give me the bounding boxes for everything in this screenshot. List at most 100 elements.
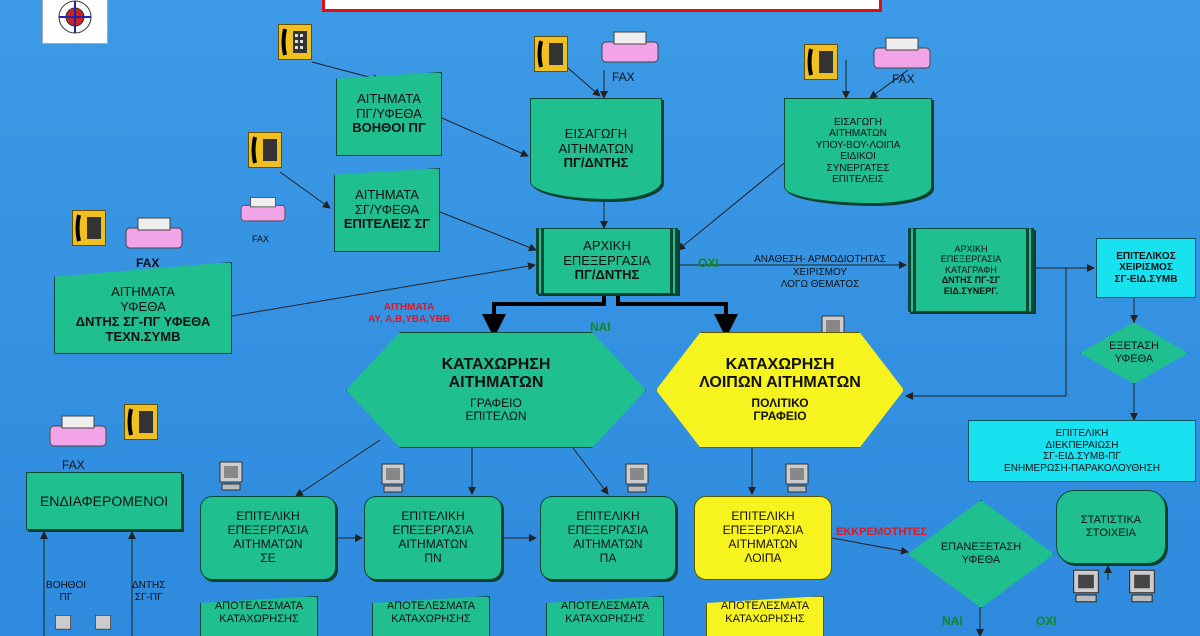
edge-initial-to-regstaff bbox=[482, 294, 606, 338]
node-text: ΑΡΧΙΚΗ bbox=[583, 237, 631, 253]
node-text: ΕΝΔΙΑΦΕΡΟΜΕΝΟΙ bbox=[39, 492, 169, 509]
label-text: ΣΓ-ΠΓ bbox=[134, 592, 163, 603]
node-subtitle: ΠΟΛΙΤΙΚΟ bbox=[751, 395, 809, 410]
node-text: ΑΠΟΤΕΛΕΣΜΑΤΑ bbox=[720, 600, 810, 612]
node-interested: ΕΝΔΙΑΦΕΡΟΜΕΝΟΙ bbox=[26, 472, 182, 530]
node-text: ΕΠΙΤΕΛΙΚΗ bbox=[1055, 428, 1109, 439]
node-text: ΕΠΙΤΕΛΙΚΗ bbox=[236, 509, 300, 524]
node-text: ΑΙΤΗΜΑΤΑ bbox=[357, 90, 421, 106]
node-text: ΔΙΕΚΠΕΡΑΙΩΣΗ bbox=[1045, 439, 1119, 451]
node-staff-pa: ΕΠΙΤΕΛΙΚΗ ΕΠΕΞΕΡΓΑΣΙΑ ΑΙΤΗΜΑΤΩΝ ΠΑ bbox=[540, 496, 676, 580]
node-text: ΣΥΝΕΡΓΑΤΕΣ bbox=[826, 162, 890, 174]
node-staff-other: ΕΠΙΤΕΛΙΚΗ ΕΠΕΞΕΡΓΑΣΙΑ ΑΙΤΗΜΑΤΩΝ ΛΟΙΠΑ bbox=[694, 496, 832, 580]
node-text: ΕΙΣΑΓΩΓΗ bbox=[833, 116, 882, 128]
label-no: ΟΧΙ bbox=[698, 256, 719, 270]
node-text: ΕΠΑΝΕΞΕΤΑΣΗ bbox=[940, 541, 1022, 554]
node-title: ΛΟΙΠΩΝ ΑΙΤΗΜΑΤΩΝ bbox=[699, 374, 861, 392]
node-text: ΚΑΤΑΧΩΡΗΣΗΣ bbox=[725, 612, 805, 625]
fax-label: FAX bbox=[892, 72, 915, 86]
node-text: ΠΓ/ΔΝΤΗΣ bbox=[574, 267, 640, 283]
label-yes: ΝΑΙ bbox=[590, 320, 611, 334]
edge-entry-other-to-initial bbox=[677, 159, 789, 251]
edge-req-pg-to-entry bbox=[441, 117, 529, 157]
node-result-4: ΑΠΟΤΕΛΕΣΜΑΤΑ ΚΑΤΑΧΩΡΗΣΗΣ bbox=[706, 596, 824, 636]
node-text: ΕΞΕΤΑΣΗ bbox=[1109, 340, 1159, 353]
node-text: ΛΟΙΠΑ bbox=[744, 550, 782, 565]
label-text: ΧΕΙΡΙΣΜΟΥ bbox=[792, 266, 848, 278]
node-text: ΤΕΧΝ.ΣΥΜΒ bbox=[105, 328, 181, 344]
node-text: ΕΠΕΞΕΡΓΑΣΙΑ bbox=[940, 254, 1002, 265]
node-text: ΕΠΙΤΕΛΕΙΣ bbox=[832, 174, 884, 185]
node-requests-yfetha: ΑΙΤΗΜΑΤΑ ΥΦΕΘΑ ΔΝΤΗΣ ΣΓ-ΠΓ ΥΦΕΘΑ ΤΕΧΝ.ΣΥ… bbox=[54, 262, 232, 354]
node-text: ΕΙΣΑΓΩΓΗ bbox=[564, 125, 628, 141]
node-text: ΕΙΔ.ΣΥΝΕΡΓ. bbox=[943, 285, 999, 296]
label-request-types: ΑΙΤΗΜΑΤΑ ΑΥ, Α,Β,ΥΒΑ,ΥΒΒ bbox=[368, 302, 450, 326]
phone-icon bbox=[124, 404, 158, 440]
node-text: ΕΠΙΤΕΛΙΚΗ bbox=[731, 509, 795, 524]
node-text: ΕΠΙΤΕΛΙΚΗ bbox=[401, 509, 465, 524]
computer-icon bbox=[1068, 568, 1104, 604]
node-text: ΑΙΤΗΜΑΤΩΝ bbox=[233, 537, 303, 551]
node-text: ΣΕ bbox=[260, 550, 276, 565]
node-subtitle: ΓΡΑΦΕΙΟ bbox=[470, 395, 522, 410]
edge-initial-to-regother bbox=[616, 294, 738, 338]
fax-label: FAX bbox=[62, 458, 85, 472]
edge-req-yfetha-to-initial bbox=[231, 262, 536, 317]
node-result-3: ΑΠΟΤΕΛΕΣΜΑΤΑ ΚΑΤΑΧΩΡΗΣΗΣ bbox=[546, 596, 664, 636]
label-text: ΑΥ, Α,Β,ΥΒΑ,ΥΒΒ bbox=[368, 314, 451, 325]
computer-icon bbox=[784, 462, 810, 494]
node-text: ΑΙΤΗΜΑΤΩΝ bbox=[558, 140, 634, 156]
fax-icon bbox=[870, 34, 934, 74]
edge-staffother-to-reexam bbox=[831, 537, 909, 555]
label-director-sg: ΔΝΤΗΣ ΣΓ-ΠΓ bbox=[132, 580, 165, 604]
edge-fax4-to-entry-other bbox=[869, 69, 909, 99]
node-text: ΕΠΕΞΕΡΓΑΣΙΑ bbox=[227, 523, 309, 538]
node-text: ΥΠΟΥ-ΒΟΥ-ΛΟΙΠΑ bbox=[815, 139, 901, 151]
node-text: ΧΕΙΡΙΣΜΟΣ bbox=[1119, 262, 1173, 274]
node-text: ΕΠΕΞΕΡΓΑΣΙΑ bbox=[563, 252, 651, 268]
node-text: ΕΝΗΜΕΡΩΣΗ-ΠΑΡΑΚΟΛΟΥΘΗΣΗ bbox=[1004, 462, 1160, 474]
fax-label: FAX bbox=[252, 234, 270, 244]
title-frame bbox=[322, 0, 882, 12]
computer-icon bbox=[92, 614, 114, 636]
phone-icon bbox=[804, 44, 838, 80]
edge-phone3-to-entry bbox=[567, 67, 601, 97]
logo-icon bbox=[42, 0, 108, 44]
node-text: ΕΠΙΤΕΛΙΚΗ bbox=[576, 509, 640, 524]
node-text: ΔΝΤΗΣ ΣΓ-ΠΓ ΥΦΕΘΑ bbox=[75, 314, 211, 329]
node-text: ΕΠΙΤΕΛΕΙΣ ΣΓ bbox=[343, 216, 431, 232]
label-helpers-pg: ΒΟΗΘΟΙ ΠΓ bbox=[46, 580, 86, 604]
node-text: ΣΓ-ΕΙΔ.ΣΥΜΒ bbox=[1114, 273, 1178, 285]
node-result-2: ΑΠΟΤΕΛΕΣΜΑΤΑ ΚΑΤΑΧΩΡΗΣΗΣ bbox=[372, 596, 490, 636]
node-text: ΠΝ bbox=[424, 550, 442, 565]
node-text: ΚΑΤΑΧΩΡΗΣΗΣ bbox=[219, 612, 299, 625]
node-initial-record: ΑΡΧΙΚΗ ΕΠΕΞΕΡΓΑΣΙΑ ΚΑΤΑΓΡΑΦΗ ΔΝΤΗΣ ΠΓ-ΣΓ… bbox=[908, 228, 1034, 312]
label-assignment: ΑΝΑΘΕΣΗ- ΑΡΜΟΔΙΟΤΗΤΑΣ ΧΕΙΡΙΣΜΟΥ ΛΟΓΩ ΘΕΜ… bbox=[730, 254, 910, 292]
node-text: ΑΙΤΗΜΑΤΑ bbox=[111, 284, 175, 300]
node-staff-se: ΕΠΙΤΕΛΙΚΗ ΕΠΕΞΕΡΓΑΣΙΑ ΑΙΤΗΜΑΤΩΝ ΣΕ bbox=[200, 496, 336, 580]
node-result-1: ΑΠΟΤΕΛΕΣΜΑΤΑ ΚΑΤΑΧΩΡΗΣΗΣ bbox=[200, 596, 318, 636]
fax-label: FAX bbox=[612, 70, 635, 84]
node-title: ΚΑΤΑΧΩΡΗΣΗ bbox=[725, 355, 835, 373]
node-text: ΣΓ/ΥΦΕΘΑ bbox=[354, 201, 420, 217]
label-pending: ΕΚΚΡΕΜΟΤΗΤΕΣ bbox=[836, 526, 927, 538]
node-register-other: ΚΑΤΑΧΩΡΗΣΗ ΛΟΙΠΩΝ ΑΙΤΗΜΑΤΩΝ ΠΟΛΙΤΙΚΟ ΓΡΑ… bbox=[656, 332, 904, 448]
node-text: ΑΙΤΗΜΑΤΑ bbox=[355, 186, 419, 202]
node-subtitle: ΓΡΑΦΕΙΟ bbox=[753, 409, 807, 424]
node-initial-pg: ΑΡΧΙΚΗ ΕΠΕΞΕΡΓΑΣΙΑ ΠΓ/ΔΝΤΗΣ bbox=[536, 228, 678, 294]
edge-regstaff-to-se bbox=[295, 439, 381, 497]
node-text: ΠΑ bbox=[599, 550, 617, 565]
fax-icon bbox=[238, 190, 288, 230]
phone-icon bbox=[248, 132, 282, 168]
node-final-handling: ΕΠΙΤΕΛΙΚΟΣ ΧΕΙΡΙΣΜΟΣ ΣΓ-ΕΙΔ.ΣΥΜΒ bbox=[1096, 238, 1196, 298]
label-no: ΟΧΙ bbox=[1036, 614, 1057, 628]
edge-req-sg-to-initial bbox=[439, 211, 537, 252]
node-text: ΑΙΤΗΜΑΤΩΝ bbox=[728, 537, 798, 551]
label-text: ΔΝΤΗΣ bbox=[132, 580, 166, 591]
node-text: ΕΠΕΞΕΡΓΑΣΙΑ bbox=[722, 523, 804, 538]
computer-icon bbox=[380, 462, 406, 494]
node-staff-pn: ΕΠΙΤΕΛΙΚΗ ΕΠΕΞΕΡΓΑΣΙΑ ΑΙΤΗΜΑΤΩΝ ΠΝ bbox=[364, 496, 502, 580]
node-text: ΑΠΟΤΕΛΕΣΜΑΤΑ bbox=[214, 600, 304, 612]
